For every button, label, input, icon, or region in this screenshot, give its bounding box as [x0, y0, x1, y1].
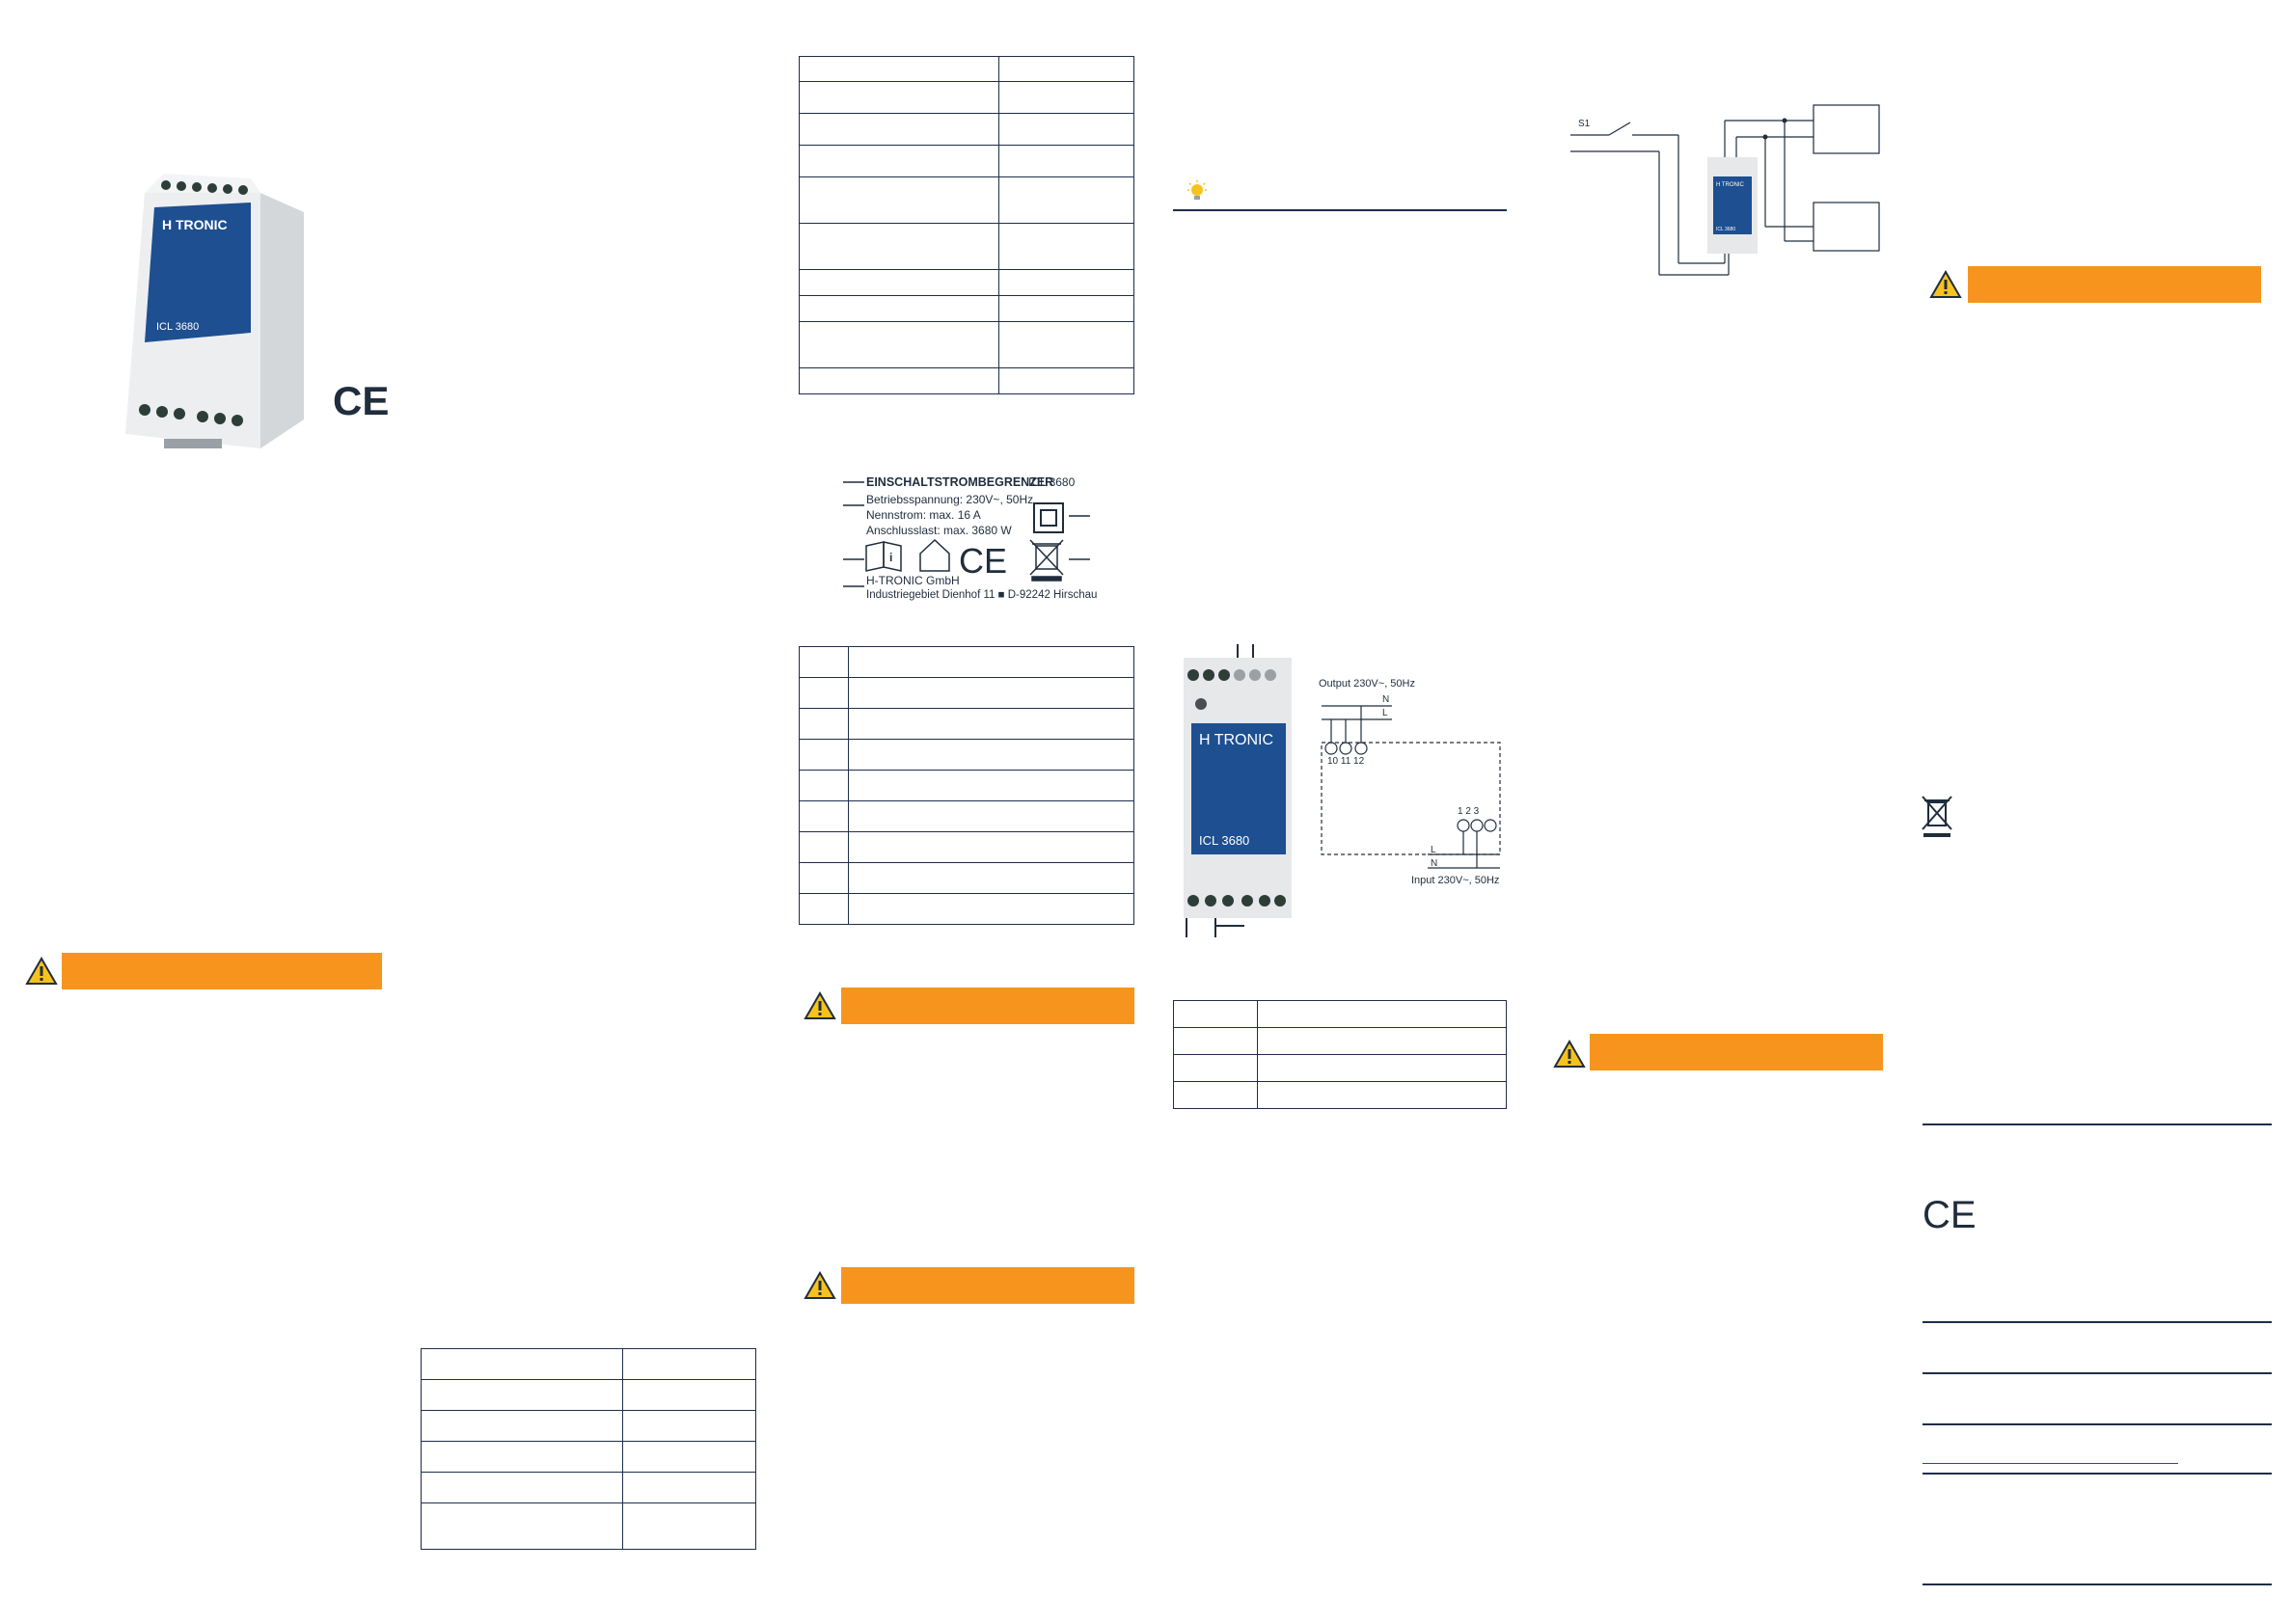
schematic-brand: H TRONIC	[1716, 182, 1745, 188]
diagram-model: ICL 3680	[1199, 833, 1249, 848]
output-n-label: N	[1382, 694, 1389, 705]
spec-table-small	[421, 1348, 756, 1550]
input-label: Input 230V~, 50Hz	[1411, 875, 1499, 886]
plate-current: Nennstrom: max. 16 A	[866, 508, 981, 522]
section-divider	[1923, 1321, 2272, 1323]
plate-address: Industriegebiet Dienhof 11 ■ D-92242 Hir…	[866, 589, 1097, 601]
input-terminal-numbers: 1 2 3	[1458, 806, 1480, 817]
installation-schematic: S1 H TRONIC ICL 3680	[1563, 101, 1891, 284]
diagram-brand: H TRONIC	[1199, 732, 1273, 748]
plate-product: EINSCHALTSTROMBEGRENZER	[866, 475, 1053, 489]
double-insulation-icon	[1033, 502, 1064, 533]
hint-divider	[1173, 209, 1507, 211]
warning-bar	[841, 1267, 1134, 1304]
warning-triangle-icon	[1929, 270, 1962, 298]
warning-bar	[62, 953, 382, 989]
photo-model: ICL 3680	[156, 321, 199, 333]
plate-model: ICL 3680	[1028, 475, 1076, 489]
plate-ce-mark-icon: CE	[959, 541, 1007, 581]
plate-voltage: Betriebsspannung: 230V~, 50Hz	[866, 493, 1033, 506]
section-divider	[1923, 1583, 2272, 1585]
output-label: Output 230V~, 50Hz	[1319, 678, 1415, 690]
warning-bar	[1968, 266, 2261, 303]
legend-table	[799, 646, 1134, 925]
schematic-model: ICL 3680	[1716, 227, 1735, 232]
warning-bar	[841, 988, 1134, 1024]
spec-table-main	[799, 56, 1134, 394]
terminal-table	[1173, 1000, 1507, 1109]
ce-mark-icon: CE	[1923, 1194, 1977, 1236]
wheelie-bin-crossed-icon	[1029, 539, 1064, 582]
warning-bar	[1590, 1034, 1883, 1070]
section-divider	[1923, 1123, 2272, 1125]
product-photo: H TRONIC ICL 3680	[106, 174, 318, 463]
svg-text:i: i	[889, 551, 892, 564]
input-l-label: L	[1431, 845, 1436, 855]
photo-brand: H TRONIC	[162, 217, 228, 232]
svg-text:S1: S1	[1578, 119, 1591, 129]
warning-triangle-icon	[25, 957, 58, 985]
lightbulb-icon	[1187, 180, 1207, 200]
output-l-label: L	[1382, 708, 1388, 718]
indoor-house-icon	[919, 538, 950, 572]
wiring-diagram: H TRONIC ICL 3680 Output 230V~, 50Hz N L…	[1172, 636, 1510, 945]
warning-triangle-icon	[804, 1271, 836, 1299]
manual-book-icon: i	[865, 541, 902, 572]
link-underline	[1923, 1463, 2178, 1464]
output-terminal-numbers: 10 11 12	[1327, 756, 1365, 767]
plate-load: Anschlusslast: max. 3680 W	[866, 524, 1012, 537]
input-n-label: N	[1431, 858, 1437, 869]
warning-triangle-icon	[1553, 1040, 1586, 1068]
warning-triangle-icon	[804, 991, 836, 1019]
rating-plate: EINSCHALTSTROMBEGRENZER ICL 3680 Betrieb…	[839, 473, 1129, 603]
section-divider	[1923, 1473, 2272, 1475]
wheelie-bin-crossed-icon	[1922, 796, 1952, 837]
section-divider	[1923, 1372, 2272, 1374]
ce-mark-icon: CE	[333, 378, 390, 423]
plate-company: H-TRONIC GmbH	[866, 574, 960, 587]
section-divider	[1923, 1423, 2272, 1425]
